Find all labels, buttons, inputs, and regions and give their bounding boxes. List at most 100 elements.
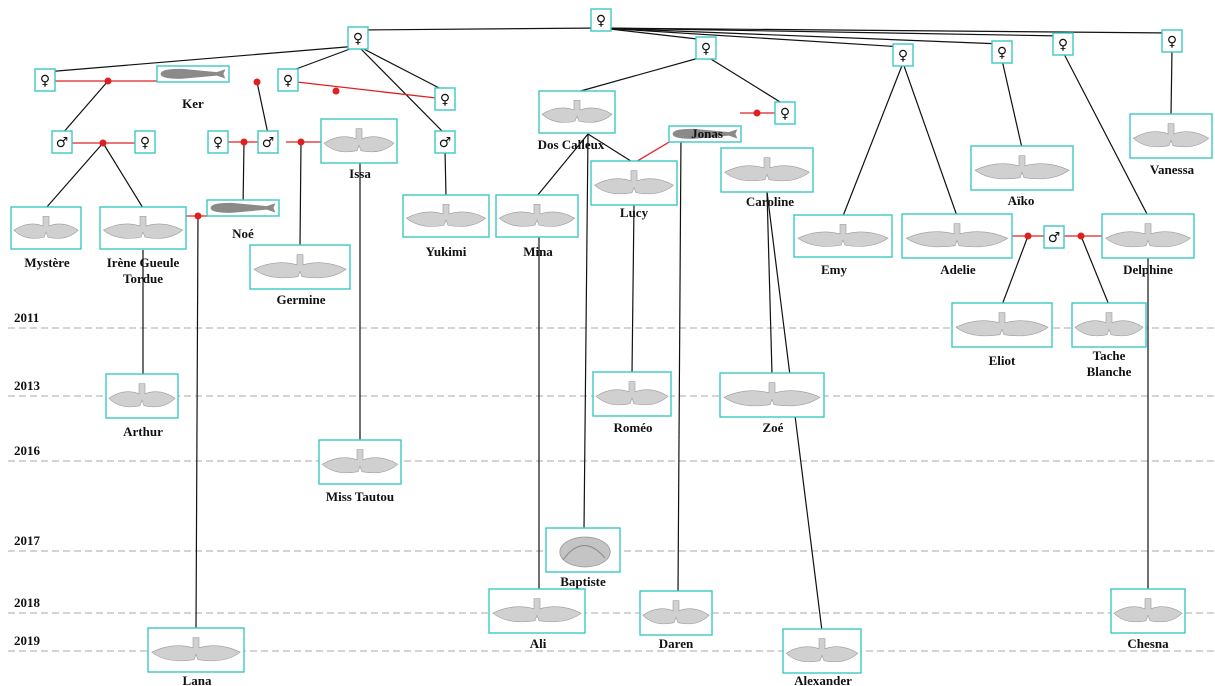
- fluke-photo-icon: [151, 637, 241, 662]
- female-symbol-root: ♀: [590, 8, 612, 32]
- whale-card-mystere: Mystère: [10, 206, 82, 270]
- fluke-photo-icon: [102, 215, 184, 239]
- female-icon: ♀: [1058, 37, 1068, 53]
- male-icon: ♂: [1048, 230, 1061, 246]
- skull-icon: [559, 536, 611, 568]
- whale-card-jonas: Jonas: [668, 125, 742, 143]
- female-icon: ♀: [353, 31, 363, 47]
- female-icon: ♀: [140, 135, 150, 151]
- whale-card-adelie: Adelie: [901, 213, 1013, 277]
- female-symbol-f-dos: ♀: [695, 36, 717, 60]
- descent-line: [287, 45, 359, 73]
- female-icon: ♀: [1167, 34, 1177, 50]
- symbol-box: [34, 68, 56, 92]
- female-icon: ♀: [40, 73, 50, 89]
- fluke-photo-icon: [785, 638, 859, 663]
- whale-name: Daren: [659, 636, 694, 651]
- female-symbol-f-jonas: ♀: [774, 101, 796, 125]
- fluke-photo-icon: [1105, 223, 1191, 248]
- mating-dot: [753, 109, 761, 117]
- symbol-box: [134, 130, 156, 154]
- whale-name: Alexander: [794, 673, 852, 686]
- descent-line: [583, 133, 589, 531]
- whale-name: Zoé: [763, 420, 784, 435]
- symbol-box: [347, 26, 369, 50]
- whale-name: Lucy: [620, 205, 649, 220]
- female-icon: ♀: [440, 92, 450, 108]
- female-icon: ♀: [898, 48, 908, 64]
- symbol-box: [695, 36, 717, 60]
- year-label: 2011: [14, 310, 39, 325]
- year-label: 2017: [14, 533, 41, 548]
- mating-dot: [1077, 232, 1085, 240]
- descent-line: [242, 141, 245, 209]
- fluke-photo-icon: [797, 223, 889, 247]
- whale-name: Tache: [1093, 348, 1126, 363]
- fluke-photo-icon: [724, 157, 810, 182]
- descent-line: [600, 27, 904, 48]
- whale-card-aiko: Aïko: [970, 145, 1074, 208]
- descent-line: [1170, 48, 1173, 117]
- whale-name: Baptiste: [560, 574, 606, 589]
- female-icon: ♀: [780, 106, 790, 122]
- symbol-box: [434, 130, 456, 154]
- female-icon: ♀: [283, 73, 293, 89]
- male-icon: ♂: [56, 135, 69, 151]
- descent-line: [357, 45, 446, 135]
- descent-line: [536, 133, 589, 197]
- symbol-box: [207, 130, 229, 154]
- whale-name: Mina: [523, 244, 553, 259]
- whale-card-ker: Ker: [156, 65, 230, 111]
- sperm-whale-icon: [210, 202, 276, 213]
- whale-name: Aïko: [1008, 193, 1035, 208]
- whale-card-doscalleux: Dos Calleux: [538, 90, 616, 152]
- mating-dot: [99, 139, 107, 147]
- whale-name: Tordue: [123, 271, 163, 286]
- descent-line: [44, 45, 359, 73]
- whale-name: Ali: [530, 636, 547, 651]
- fluke-photo-icon: [13, 215, 79, 239]
- mating-dot: [194, 212, 202, 220]
- fluke-photo-icon: [108, 383, 176, 408]
- descent-line: [600, 27, 1173, 34]
- fluke-photo-icon: [1113, 598, 1183, 623]
- whale-card-ali: Ali: [488, 588, 586, 651]
- descent-line: [61, 80, 109, 135]
- fluke-photo-icon: [723, 382, 821, 407]
- whale-name: Emy: [821, 262, 848, 277]
- descent-line: [705, 55, 786, 106]
- descent-line: [631, 203, 635, 375]
- whale-card-caroline: Caroline: [720, 147, 814, 209]
- descent-line: [600, 27, 707, 41]
- male-symbol-m-left: ♂: [51, 130, 73, 154]
- year-label: 2016: [14, 443, 41, 458]
- mating-dot: [240, 138, 248, 146]
- whale-card-alexander: Alexander: [782, 628, 862, 686]
- whale-card-delphine: Delphine: [1101, 213, 1195, 277]
- fluke-photo-icon: [321, 449, 399, 474]
- year-2016: 2016: [8, 443, 1215, 462]
- fluke-photo-icon: [1074, 312, 1144, 337]
- female-symbol-f-issa-mother: ♀: [347, 26, 369, 50]
- fluke-photo-icon: [642, 600, 710, 625]
- descent-lines: [44, 27, 1173, 632]
- whale-name: Dos Calleux: [538, 137, 605, 152]
- female-symbol-f-far: ♀: [434, 87, 456, 111]
- descent-line: [299, 141, 302, 247]
- whale-card-baptiste: Baptiste: [545, 527, 621, 589]
- mating-dot: [297, 138, 305, 146]
- mating-dot: [332, 87, 340, 95]
- male-symbol-m-noe: ♂: [257, 130, 279, 154]
- fluke-photo-icon: [541, 99, 613, 123]
- descent-line: [902, 62, 958, 217]
- descent-line: [195, 215, 199, 631]
- descent-line: [1080, 235, 1110, 306]
- descent-line: [444, 149, 447, 197]
- symbol-box: [51, 130, 73, 154]
- female-symbol-f-left: ♀: [34, 68, 56, 92]
- male-symbol-m-eliot: ♂: [1043, 225, 1065, 249]
- descent-line: [576, 55, 707, 93]
- whale-card-issa: Issa: [320, 118, 398, 181]
